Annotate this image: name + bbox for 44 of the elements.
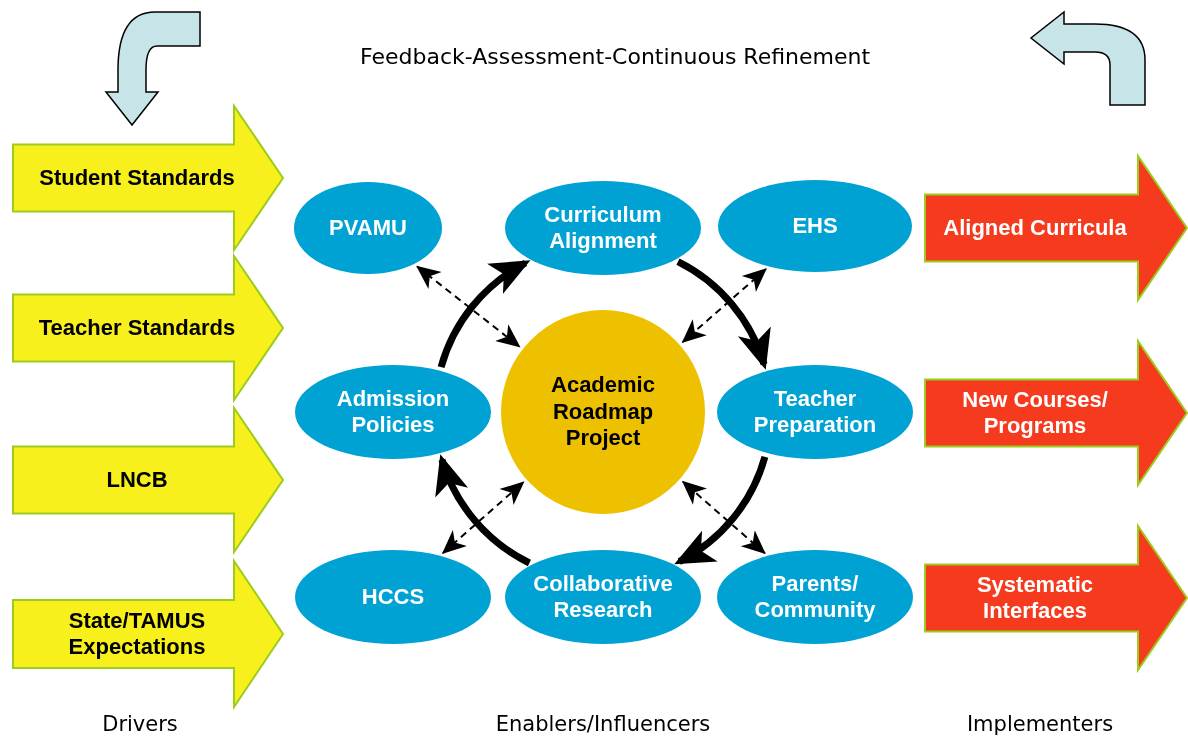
stakeholder-ellipse [505,550,701,644]
column-label: Enablers/Influencers [495,712,711,736]
stakeholder-label: HCCS [360,582,426,611]
driver-panel [12,407,284,553]
driver-panel [12,105,284,251]
cycle-arrow [676,258,769,370]
diagram-title: Feedback-Assessment-Continuous Refinement [359,44,871,69]
driver-label: State/TAMUS Expectations [67,606,207,661]
stakeholder-ellipse [717,365,913,459]
interaction-arrow [441,481,525,555]
project-circle [501,310,705,514]
outcome-panel [924,340,1188,486]
cycle-arrow [437,260,531,369]
stakeholder-label: Teacher Preparation [752,384,878,439]
driver-label: Teacher Standards [37,313,237,342]
outcome-label: Systematic Interfaces [975,570,1095,625]
driver-label: Student Standards [38,163,236,192]
stakeholder-label: Collaborative Research [532,569,674,624]
column-label: Implementers [966,712,1114,736]
stakeholder-label: EHS [791,211,839,240]
outcome-panel [924,525,1188,671]
interaction-arrow [681,268,767,344]
cycle-arrow [437,454,532,567]
stakeholder-ellipse [718,180,912,272]
stakeholder-ellipse [295,365,491,459]
column-label: Drivers [102,712,178,736]
stakeholder-ellipse [717,550,913,644]
outcome-label: New Courses/ Programs [961,385,1109,440]
stakeholder-label: Admission Policies [335,384,451,439]
driver-panel [12,255,284,401]
stakeholder-ellipse [294,182,442,274]
stakeholder-label: Parents/ Community [753,569,877,624]
outcome-panel [924,155,1188,301]
interaction-arrow [416,265,521,348]
stakeholder-label: PVAMU [328,213,408,242]
driver-label: LNCB [105,465,169,494]
stakeholder-label: Curriculum Alignment [543,200,663,255]
interaction-arrow [681,480,766,555]
outcome-label: Aligned Curricula [942,213,1128,242]
stakeholder-ellipse [505,181,701,275]
driver-panel [12,560,284,708]
stakeholder-ellipse [295,550,491,644]
cycle-arrow [674,455,769,565]
project-label: Academic Roadmap Project [550,371,656,453]
